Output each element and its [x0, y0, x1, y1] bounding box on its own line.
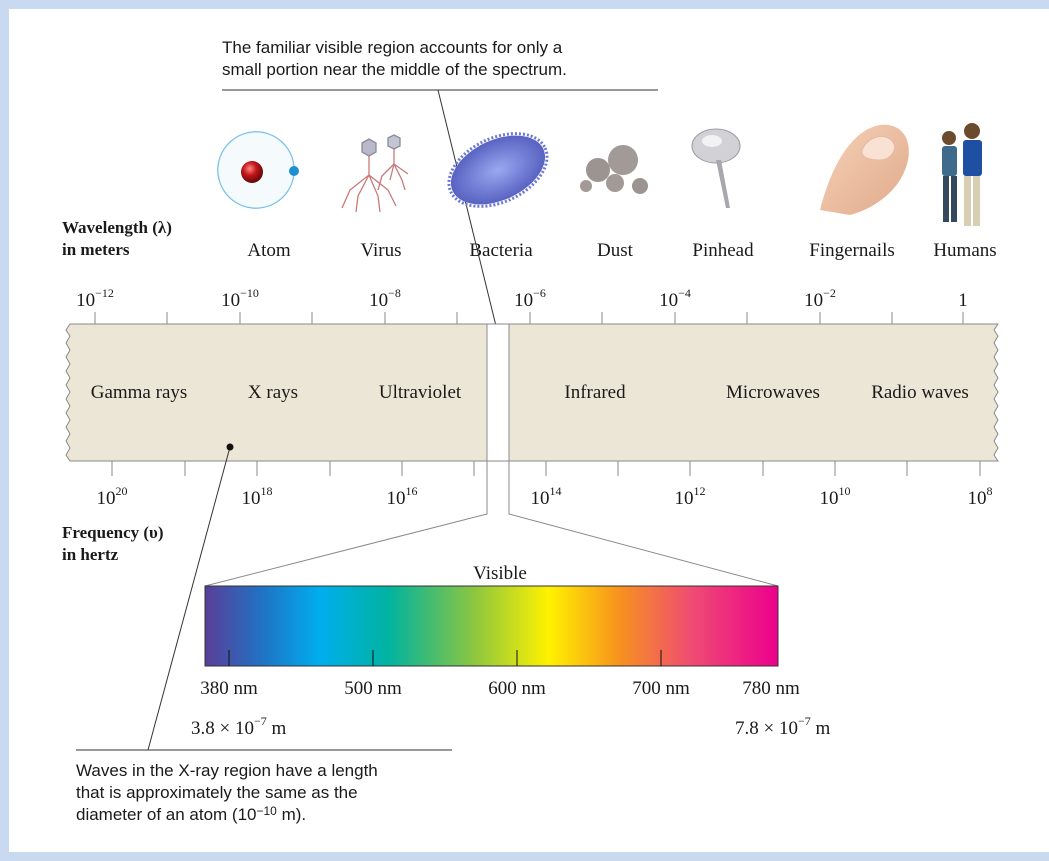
visible-max-meters: 7.8 × 10−7 m — [735, 714, 831, 739]
zoom-line-right — [508, 461, 779, 587]
zoom-line-left — [204, 461, 488, 587]
visible-nm-label: 600 nm — [488, 678, 546, 699]
annotation-line: that is approximately the same as the — [76, 783, 358, 802]
virus-icon — [341, 134, 409, 213]
frequency-tick-label: 1020 — [96, 484, 128, 509]
visible-region-annotation: The familiar visible region accounts for… — [222, 37, 567, 81]
visible-nm-label: 500 nm — [344, 678, 402, 699]
region-label-x-rays: X rays — [247, 382, 299, 403]
object-label-atom: Atom — [247, 240, 291, 261]
visible-nm-label: 380 nm — [200, 678, 258, 699]
object-label-virus: Virus — [360, 240, 402, 261]
frequency-ticks — [111, 461, 981, 476]
wavelength-tick-label: 10−12 — [76, 286, 114, 311]
object-label-humans: Humans — [933, 240, 997, 261]
xray-region-annotation: Waves in the X-ray region have a length … — [76, 760, 378, 826]
leader-dot — [226, 443, 234, 451]
annotation-line: small portion near the middle of the spe… — [222, 60, 567, 79]
leader-line — [437, 89, 498, 331]
fingernail-icon — [820, 124, 909, 215]
humans-icon — [942, 123, 982, 226]
frequency-tick-label: 1016 — [386, 484, 418, 509]
visible-ticks — [228, 650, 662, 666]
spectrum-band-left — [65, 323, 488, 462]
visible-spectrum-bar — [204, 585, 779, 667]
wavelength-axis-title: Wavelength (λ) in meters — [62, 218, 172, 259]
region-label-infrared: Infrared — [564, 382, 626, 403]
atom-icon — [217, 131, 299, 209]
visible-nm-label: 780 nm — [742, 678, 800, 699]
object-label-pinhead: Pinhead — [692, 240, 754, 261]
object-label-dust: Dust — [597, 240, 633, 261]
frequency-tick-label: 108 — [967, 484, 993, 509]
wavelength-tick-label: 1 — [958, 290, 968, 311]
wavelength-tick-label: 10−2 — [804, 286, 836, 311]
visible-nm-label: 700 nm — [632, 678, 690, 699]
wavelength-tick-label: 10−8 — [369, 286, 401, 311]
annotation-line: The familiar visible region accounts for… — [222, 38, 563, 57]
annotation-line: diameter of an atom (10−10 m). — [76, 804, 307, 824]
wavelength-tick-label: 10−4 — [659, 286, 691, 311]
visible-min-meters: 3.8 × 10−7 m — [191, 714, 287, 739]
visible-title: Visible — [473, 563, 527, 584]
frequency-tick-label: 1018 — [241, 484, 273, 509]
region-label-gamma-rays: Gamma rays — [90, 382, 188, 403]
frequency-tick-label: 1010 — [819, 484, 851, 509]
object-label-fingernails: Fingernails — [809, 240, 895, 261]
wavelength-ticks — [94, 312, 964, 324]
spectrum-band-right — [508, 323, 999, 462]
region-label-radio-waves: Radio waves — [871, 382, 969, 403]
object-label-bacteria: Bacteria — [469, 240, 533, 261]
frequency-tick-label: 1014 — [530, 484, 562, 509]
visible-gap — [486, 323, 510, 462]
wavelength-tick-label: 10−10 — [221, 286, 259, 311]
bacteria-icon — [447, 132, 549, 208]
wavelength-tick-label: 10−6 — [514, 286, 546, 311]
region-label-ultraviolet: Ultraviolet — [378, 382, 462, 403]
frequency-axis-title: Frequency (υ) in hertz — [62, 523, 164, 564]
region-label-microwaves: Microwaves — [726, 382, 820, 403]
pinhead-icon — [691, 128, 741, 208]
dust-icon — [580, 145, 648, 194]
annotation-line: Waves in the X-ray region have a length — [76, 761, 378, 780]
frequency-tick-label: 1012 — [674, 484, 706, 509]
leader-line — [147, 446, 231, 751]
